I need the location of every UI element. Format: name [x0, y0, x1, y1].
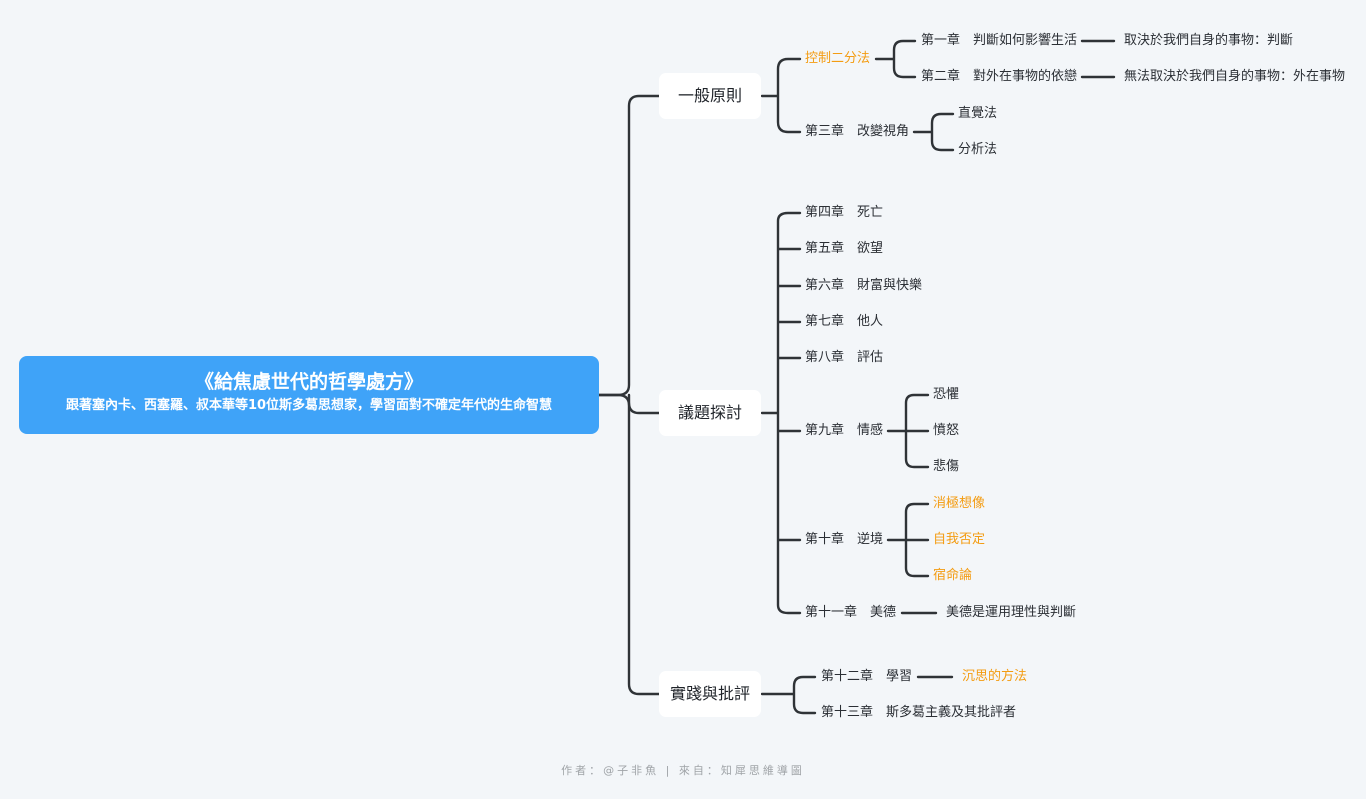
node-chapter-13[interactable]: 第十三章 斯多葛主義及其批評者 — [821, 705, 1017, 720]
node-contemplation-method[interactable]: 沉思的方法 — [962, 669, 1028, 684]
node-chapter-10[interactable]: 第十章 逆境 — [805, 532, 884, 547]
branch-general-principles[interactable]: 一般原則 — [659, 73, 761, 119]
root-title: 《給焦慮世代的哲學處方》 — [194, 371, 423, 393]
node-chapter-3[interactable]: 第三章 改變視角 — [805, 124, 910, 139]
node-chapter-2[interactable]: 第二章 對外在事物的依戀 — [921, 69, 1078, 84]
node-chapter-9[interactable]: 第九章 情感 — [805, 423, 884, 438]
node-fatalism[interactable]: 宿命論 — [933, 568, 973, 583]
node-fear[interactable]: 恐懼 — [933, 387, 960, 402]
node-chapter-11[interactable]: 第十一章 美德 — [805, 605, 897, 620]
branch-practice-critique[interactable]: 實踐與批評 — [659, 671, 761, 717]
node-chapter-2-leaf[interactable]: 無法取決於我們自身的事物：外在事物 — [1124, 69, 1346, 84]
node-self-denial[interactable]: 自我否定 — [933, 532, 986, 547]
node-chapter-1[interactable]: 第一章 判斷如何影響生活 — [921, 33, 1078, 48]
node-chapter-6[interactable]: 第六章 財富與快樂 — [805, 278, 923, 293]
node-anger[interactable]: 憤怒 — [933, 423, 960, 438]
root-topic[interactable]: 《給焦慮世代的哲學處方》 跟著塞內卡、西塞羅、叔本華等10位斯多葛思想家，學習面… — [19, 356, 599, 434]
node-chapter-4[interactable]: 第四章 死亡 — [805, 205, 884, 220]
footer-credit: 作者：@子非魚 | 來自：知犀思維導圖 — [561, 764, 805, 777]
root-subtitle: 跟著塞內卡、西塞羅、叔本華等10位斯多葛思想家，學習面對不確定年代的生命智慧 — [65, 398, 553, 413]
node-negative-imagination[interactable]: 消極想像 — [933, 496, 986, 511]
node-chapter-7[interactable]: 第七章 他人 — [805, 314, 884, 329]
node-chapter-5[interactable]: 第五章 欲望 — [805, 241, 884, 256]
branch-topics[interactable]: 議題探討 — [659, 390, 761, 436]
node-chapter-12[interactable]: 第十二章 學習 — [821, 669, 913, 684]
node-chapter-8[interactable]: 第八章 評估 — [805, 350, 884, 365]
node-intuition[interactable]: 直覺法 — [958, 106, 998, 121]
node-analysis[interactable]: 分析法 — [958, 142, 998, 157]
node-chapter-1-leaf[interactable]: 取決於我們自身的事物：判斷 — [1124, 33, 1294, 48]
node-control-dichotomy[interactable]: 控制二分法 — [805, 51, 871, 66]
node-virtue-leaf[interactable]: 美德是運用理性與判斷 — [946, 605, 1077, 620]
node-grief[interactable]: 悲傷 — [933, 459, 960, 474]
